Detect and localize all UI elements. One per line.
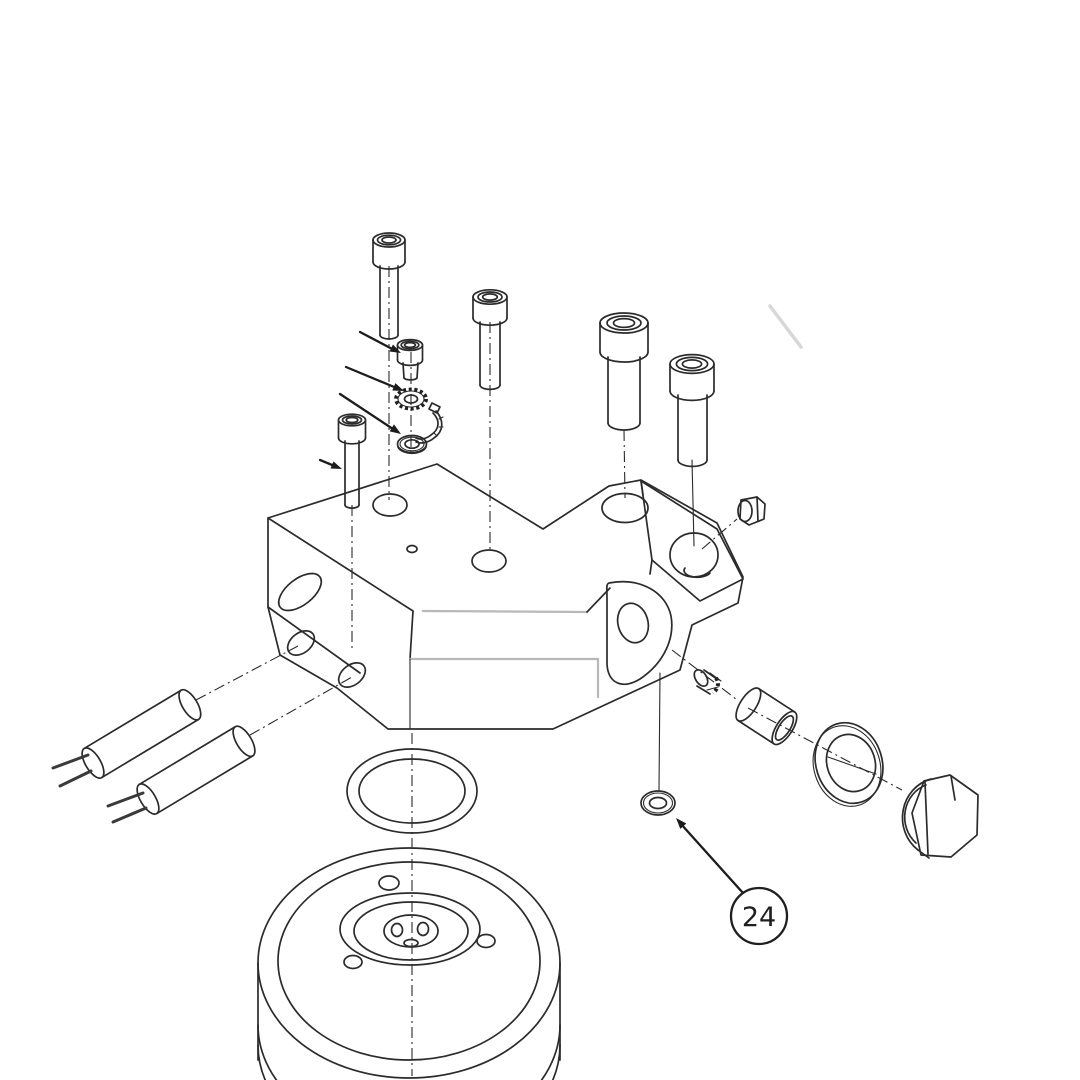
o-ring-item-24 <box>640 790 676 816</box>
faint-watermark-line <box>768 304 803 349</box>
knurled-set-screw <box>693 669 722 695</box>
round-flange-body <box>257 847 561 1080</box>
socket-head-screw-medium <box>472 288 508 391</box>
manifold-block <box>267 463 744 730</box>
center-lines <box>195 266 903 1076</box>
callout-label: 24 <box>742 902 776 933</box>
o-ring-large <box>346 748 478 834</box>
hex-plug <box>901 774 979 859</box>
heater-cartridge-lower <box>106 725 256 824</box>
socket-head-screw-short <box>337 413 367 509</box>
heater-cartridge-upper <box>51 688 202 788</box>
seal-ring <box>812 721 884 807</box>
socket-head-screw-tall <box>372 232 406 340</box>
toothed-lock-washer <box>394 387 428 411</box>
socket-head-screw-large-right <box>669 353 715 468</box>
flat-washer <box>396 434 428 455</box>
socket-head-screw-large-left <box>599 312 649 431</box>
hex-standoff-nut <box>737 496 766 526</box>
shoulder-screw-small <box>396 338 424 381</box>
callout-balloon-24[interactable]: 24 <box>676 818 789 946</box>
indicator-arrows <box>318 330 404 469</box>
bushing-sleeve <box>735 687 798 746</box>
